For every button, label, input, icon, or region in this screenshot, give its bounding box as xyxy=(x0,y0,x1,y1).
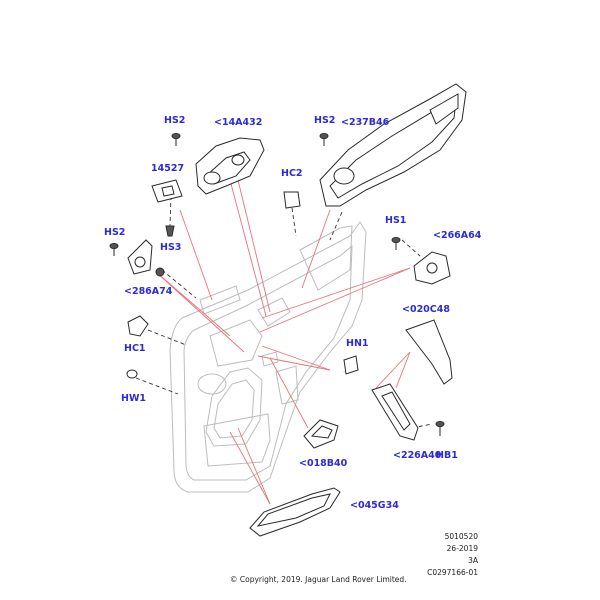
label-hn1: HN1 xyxy=(346,338,369,349)
part-clip-hc1 xyxy=(127,315,149,337)
label-hc2: HC2 xyxy=(281,168,303,179)
reference-revision: 3A xyxy=(468,556,478,565)
label-020c48: <020C48 xyxy=(402,304,450,315)
part-handle-266a64 xyxy=(413,251,451,285)
part-switch-14527 xyxy=(151,179,183,203)
leader-lines xyxy=(155,179,411,505)
part-screw-hs2-top-right xyxy=(319,133,329,146)
part-washer-hw1 xyxy=(126,369,138,379)
door-trim-panel xyxy=(169,221,367,493)
label-hs2-top-left: HS2 xyxy=(164,115,186,126)
label-hs1: HS1 xyxy=(385,215,407,226)
label-237b46: <237B46 xyxy=(341,117,390,128)
label-hs2-top-right: HS2 xyxy=(314,115,336,126)
label-hs2-left: HS2 xyxy=(104,227,126,238)
part-bezel-14a432 xyxy=(195,137,265,195)
label-226a40: <226A40 xyxy=(393,450,442,461)
label-018b40: <018B40 xyxy=(299,458,348,469)
part-trim-045g34 xyxy=(249,487,341,537)
label-hb1: HB1 xyxy=(436,450,458,461)
part-bolt-hb1 xyxy=(435,421,445,436)
label-hw1: HW1 xyxy=(121,393,147,404)
part-screw-hs2-top-left xyxy=(171,133,181,146)
part-nut-hn1 xyxy=(343,355,359,375)
part-screw-hs3 xyxy=(165,225,175,237)
label-286a74: <286A74 xyxy=(124,286,173,297)
label-266a64: <266A64 xyxy=(433,230,482,241)
label-045g34: <045G34 xyxy=(350,500,399,511)
label-14527: 14527 xyxy=(151,163,185,174)
copyright-notice: © Copyright, 2019. Jaguar Land Rover Lim… xyxy=(230,575,407,584)
part-armrest-237b46 xyxy=(319,83,467,207)
reference-date: 26-2019 xyxy=(446,544,478,553)
label-hc1: HC1 xyxy=(124,343,146,354)
part-screw-hs1 xyxy=(391,237,401,250)
part-switch-018b40 xyxy=(303,419,339,449)
part-pull-cup-226a40 xyxy=(371,383,419,441)
label-14a432: <14A432 xyxy=(214,117,263,128)
part-insert-020c48 xyxy=(405,319,453,385)
part-clip-hc2 xyxy=(283,191,301,209)
part-bracket-286a74 xyxy=(127,239,165,277)
reference-drawing-id: C0297166-01 xyxy=(427,568,478,577)
part-screw-hs2-left xyxy=(109,243,119,256)
reference-number: 5010520 xyxy=(444,532,478,541)
label-hs3: HS3 xyxy=(160,242,182,253)
assembly-dash-lines xyxy=(135,195,433,429)
